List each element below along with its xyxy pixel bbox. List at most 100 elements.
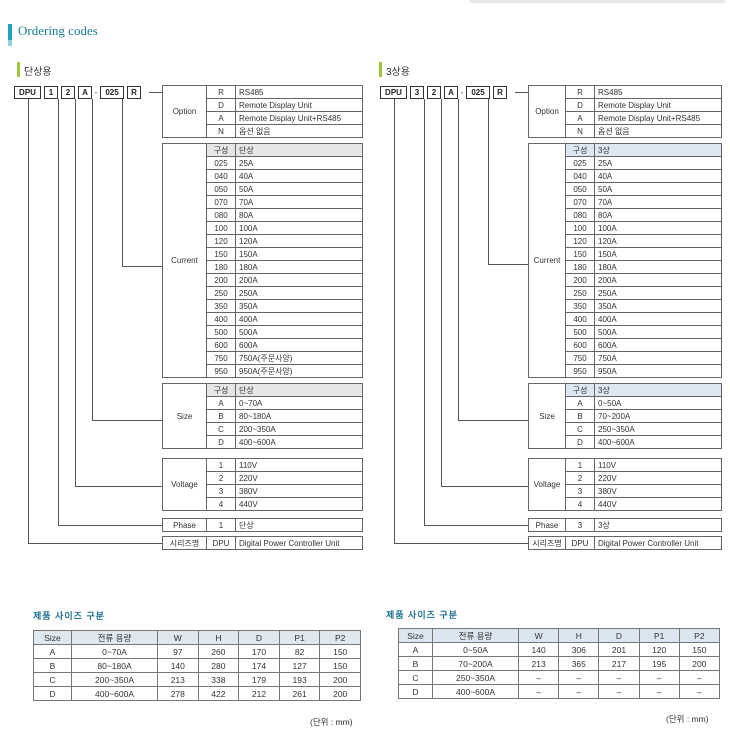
- current-value: 400A: [594, 312, 722, 326]
- current-code: 025: [206, 156, 236, 170]
- connector-series-h: [28, 543, 162, 544]
- current-code: 100: [206, 221, 236, 235]
- voltage-value: 380V: [594, 484, 722, 498]
- current-value: 150A: [594, 247, 722, 261]
- connector-size-h: [458, 420, 528, 421]
- voltage-code: 4: [206, 497, 236, 511]
- current-value: 950A(주문사양): [235, 364, 363, 378]
- current-value: 500A: [235, 325, 363, 339]
- phase-value: 3상: [594, 518, 722, 532]
- single-unit-note: (단위 : mm): [310, 717, 353, 727]
- current-value: 50A: [235, 182, 363, 196]
- option-desc: RS485: [594, 85, 722, 99]
- option-desc: Remote Display Unit+RS485: [594, 111, 722, 125]
- current-value: 180A: [235, 260, 363, 274]
- col-header: P2: [678, 628, 721, 643]
- current-value: 750A: [594, 351, 722, 365]
- current-code: 350: [206, 299, 236, 313]
- voltage-label: Voltage: [528, 458, 566, 511]
- connector-size-v: [458, 99, 459, 420]
- current-code: 350: [565, 299, 595, 313]
- voltage-value: 220V: [594, 471, 722, 485]
- current-value: 120A: [594, 234, 722, 248]
- current-code: 500: [206, 325, 236, 339]
- current-value: 350A: [235, 299, 363, 313]
- title-accent-bar: [8, 24, 12, 40]
- connector-size-v: [92, 99, 93, 420]
- option-desc: 옵션 없음: [235, 124, 363, 138]
- current-code: 120: [206, 234, 236, 248]
- voltage-code: 3: [565, 484, 595, 498]
- option-code: D: [565, 98, 595, 112]
- col-header: P1: [278, 630, 321, 645]
- series-code: DPU: [206, 536, 236, 550]
- col-header: 전류 용량: [432, 628, 519, 643]
- size-label: Size: [528, 383, 566, 449]
- col-header: H: [197, 630, 240, 645]
- current-code: 150: [206, 247, 236, 261]
- voltage-value: 440V: [235, 497, 363, 511]
- single-section-title: 단상용: [24, 67, 52, 78]
- current-value: 100A: [594, 221, 722, 235]
- col-header: P1: [638, 628, 680, 643]
- connector-voltage-h: [441, 486, 528, 487]
- code-box-voltage: 2: [61, 86, 75, 99]
- code-box-series: DPU: [14, 86, 41, 99]
- size-code: D: [565, 435, 595, 449]
- current-value: 40A: [235, 169, 363, 183]
- size-header-value: 3상: [594, 383, 722, 397]
- size-code: A: [565, 396, 595, 410]
- phase-code: 3: [565, 518, 595, 532]
- current-value: 350A: [594, 299, 722, 313]
- series-code: DPU: [565, 536, 595, 550]
- size-value: 80~180A: [235, 409, 363, 423]
- option-code: A: [206, 111, 236, 125]
- single-code-diagram: DPU 1 2 A - 025 R: [14, 86, 141, 99]
- current-code: 050: [565, 182, 595, 196]
- size-header-code: 구성: [206, 383, 236, 397]
- code-box-voltage: 2: [427, 86, 441, 99]
- current-code: 600: [206, 338, 236, 352]
- current-code: 600: [565, 338, 595, 352]
- voltage-value: 110V: [594, 458, 722, 472]
- size-code: B: [565, 409, 595, 423]
- current-value: 70A: [235, 195, 363, 209]
- voltage-value: 440V: [594, 497, 722, 511]
- phase-code: 1: [206, 518, 236, 532]
- top-decoration-line: [470, 0, 725, 3]
- size-value: 70~200A: [594, 409, 722, 423]
- current-value: 50A: [594, 182, 722, 196]
- series-value: Digital Power Controller Unit: [594, 536, 722, 550]
- code-box-phase: 1: [44, 86, 58, 99]
- option-desc: Remote Display Unit: [594, 98, 722, 112]
- current-value: 600A: [594, 338, 722, 352]
- series-value: Digital Power Controller Unit: [235, 536, 363, 550]
- option-code: R: [206, 85, 236, 99]
- phase-label: Phase: [162, 518, 207, 532]
- code-box-size: A: [444, 86, 458, 99]
- current-code: 950: [565, 364, 595, 378]
- connector-current-h: [488, 264, 528, 265]
- col-header: Size: [33, 630, 72, 645]
- option-desc: RS485: [235, 85, 363, 99]
- single-section-accent: [17, 62, 20, 77]
- col-header: 전류 용량: [71, 630, 158, 645]
- current-header-value: 3상: [594, 143, 722, 157]
- voltage-code: 1: [206, 458, 236, 472]
- current-code: 025: [565, 156, 595, 170]
- code-box-size: A: [78, 86, 92, 99]
- code-box-option: R: [127, 86, 141, 99]
- phase-value: 단상: [235, 518, 363, 532]
- col-header: P2: [319, 630, 361, 645]
- current-code: 150: [565, 247, 595, 261]
- current-code: 120: [565, 234, 595, 248]
- three-size-table-title: 제품 사이즈 구분: [386, 610, 458, 620]
- connector-current-v: [122, 99, 123, 266]
- current-code: 200: [565, 273, 595, 287]
